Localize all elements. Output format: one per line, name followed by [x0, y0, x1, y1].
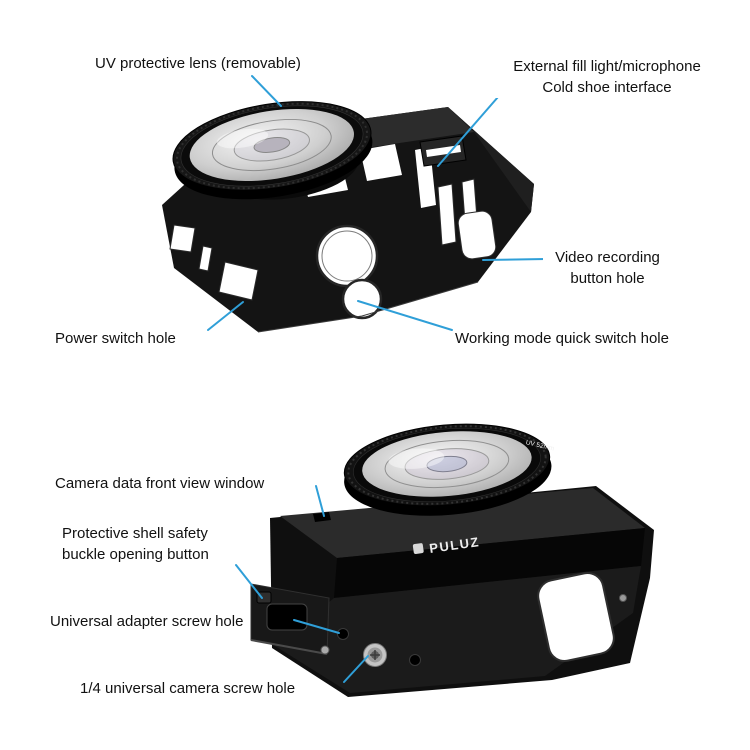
brand-logo: PULUZ [412, 534, 481, 556]
label-power-switch-hole: Power switch hole [53, 328, 178, 349]
brand-logo-text: PULUZ [428, 534, 480, 556]
door-flap-opening [266, 603, 308, 631]
side-screw [619, 594, 627, 602]
cage-frame-gap [360, 144, 402, 181]
universal-adapter-screw-hole [337, 628, 349, 640]
video-recording-button-hole [457, 210, 497, 260]
label-cold-shoe-line2: Cold shoe interface [542, 79, 672, 96]
bottom-view-product-photo: PULUZ UV 52mm [250, 423, 654, 697]
label-front-view-window: Camera data front view window [53, 473, 267, 494]
left-face-window-hole [169, 224, 196, 253]
label-video-button-line1: Video recording [555, 249, 660, 266]
door-hinge-screw [320, 645, 330, 655]
left-face-slot [198, 245, 213, 272]
label-universal-adapter-screw-hole: Universal adapter screw hole [48, 611, 246, 632]
lens-opening-hole-inner-edge [321, 230, 373, 282]
buckle-opening-button [256, 591, 272, 604]
label-working-mode-switch-hole: Working mode quick switch hole [453, 328, 671, 349]
label-buckle-opening-button: Protective shell safety buckle opening b… [60, 523, 211, 565]
label-cold-shoe-interface: External fill light/microphone Cold shoe… [480, 56, 734, 98]
rear-screw-hole [409, 654, 421, 666]
door-flap-edge-highlight [250, 639, 328, 655]
cage-right-face [448, 107, 534, 212]
quarter-inch-screw-mount [363, 643, 387, 667]
uv-lens-filter-bottom-view: UV 52mm [343, 423, 555, 516]
shell-front-face [334, 528, 645, 598]
shell-top-face [280, 488, 645, 558]
lens-opening-hole [315, 224, 379, 288]
side-vent-slot [437, 183, 457, 246]
power-switch-hole [218, 261, 259, 301]
label-buckle-line1: Protective shell safety [62, 525, 208, 542]
label-video-recording-button-hole: Video recording button hole [543, 247, 672, 289]
label-video-button-line2: button hole [570, 270, 645, 287]
label-cold-shoe-line1: External fill light/microphone [513, 58, 701, 75]
label-uv-protective-lens: UV protective lens (removable) [93, 53, 303, 74]
side-cutout-window [537, 572, 615, 662]
brand-logo-icon [412, 543, 424, 554]
label-buckle-line2: buckle opening button [62, 546, 209, 563]
top-view-product-photo [162, 101, 534, 333]
label-quarter-camera-screw-hole: 1/4 universal camera screw hole [78, 678, 298, 699]
uv-lens-filter [172, 101, 373, 200]
